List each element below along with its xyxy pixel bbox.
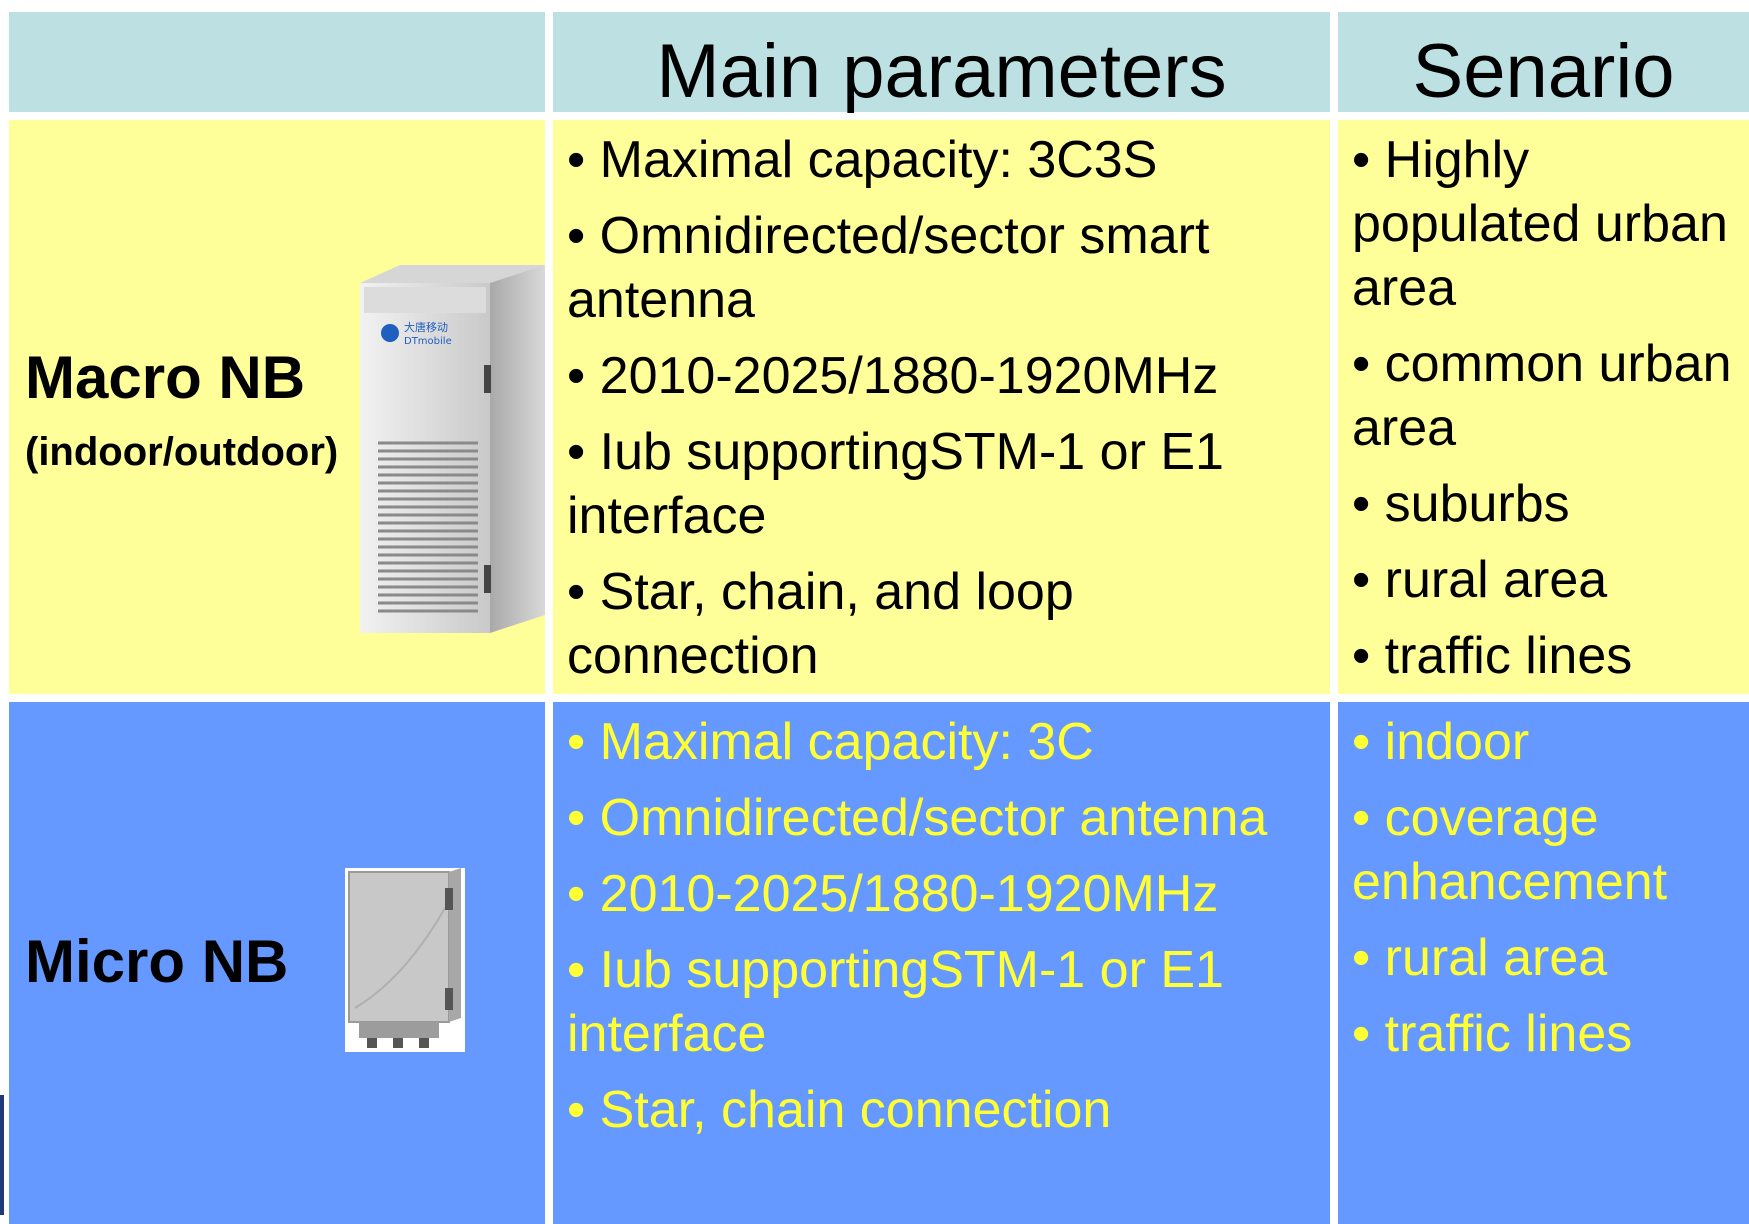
list-item: Maximal capacity: 3C3S — [567, 128, 1307, 192]
list-item: coverage enhancement — [1352, 786, 1747, 914]
macro-params-cell: Maximal capacity: 3C3S Omnidirected/sect… — [553, 120, 1330, 694]
micro-nb-label: Micro NB — [25, 928, 289, 995]
macro-scenario-list: Highly populated urban area common urban… — [1352, 128, 1747, 700]
macro-nb-sublabel: (indoor/outdoor) — [25, 430, 339, 474]
macro-nb-label: Macro NB — [25, 344, 306, 411]
list-item: Omnidirected/sector antenna — [567, 786, 1327, 850]
list-item: rural area — [1352, 926, 1747, 990]
macro-params-list: Maximal capacity: 3C3S Omnidirected/sect… — [567, 128, 1307, 700]
micro-scenario-list: indoor coverage enhancement rural area t… — [1352, 710, 1747, 1078]
slide-edge-mark — [0, 1095, 4, 1215]
header-scenario: Senario — [1412, 29, 1675, 114]
header-main-parameters: Main parameters — [656, 29, 1227, 114]
list-item: common urban area — [1352, 332, 1747, 460]
list-item: 2010-2025/1880-1920MHz — [567, 862, 1327, 926]
list-item: traffic lines — [1352, 1002, 1747, 1066]
list-item: 2010-2025/1880-1920MHz — [567, 344, 1307, 408]
micro-scenario-cell: indoor coverage enhancement rural area t… — [1338, 702, 1749, 1224]
list-item: Highly populated urban area — [1352, 128, 1747, 320]
list-item: traffic lines — [1352, 624, 1747, 688]
macro-nb-cabinet-image: 大唐移动 DTmobile — [360, 265, 545, 633]
header-main-parameters-cell: Main parameters — [553, 12, 1330, 112]
logo-en: DTmobile — [404, 336, 452, 347]
header-scenario-cell: Senario — [1338, 12, 1749, 112]
list-item: Maximal capacity: 3C — [567, 710, 1327, 774]
header-empty-cell — [9, 12, 545, 112]
macro-scenario-cell: Highly populated urban area common urban… — [1338, 120, 1749, 694]
list-item: Omnidirected/sector smart antenna — [567, 204, 1307, 332]
micro-params-list: Maximal capacity: 3C Omnidirected/sector… — [567, 710, 1327, 1154]
logo-cn: 大唐移动 — [404, 320, 448, 334]
list-item: indoor — [1352, 710, 1747, 774]
list-item: Star, chain, and loop connection — [567, 560, 1307, 688]
list-item: suburbs — [1352, 472, 1747, 536]
list-item: Star, chain connection — [567, 1078, 1327, 1142]
micro-params-cell: Maximal capacity: 3C Omnidirected/sector… — [553, 702, 1330, 1224]
micro-nb-cabinet-image — [345, 868, 465, 1052]
list-item: rural area — [1352, 548, 1747, 612]
list-item: Iub supportingSTM-1 or E1 interface — [567, 420, 1307, 548]
list-item: Iub supportingSTM-1 or E1 interface — [567, 938, 1327, 1066]
